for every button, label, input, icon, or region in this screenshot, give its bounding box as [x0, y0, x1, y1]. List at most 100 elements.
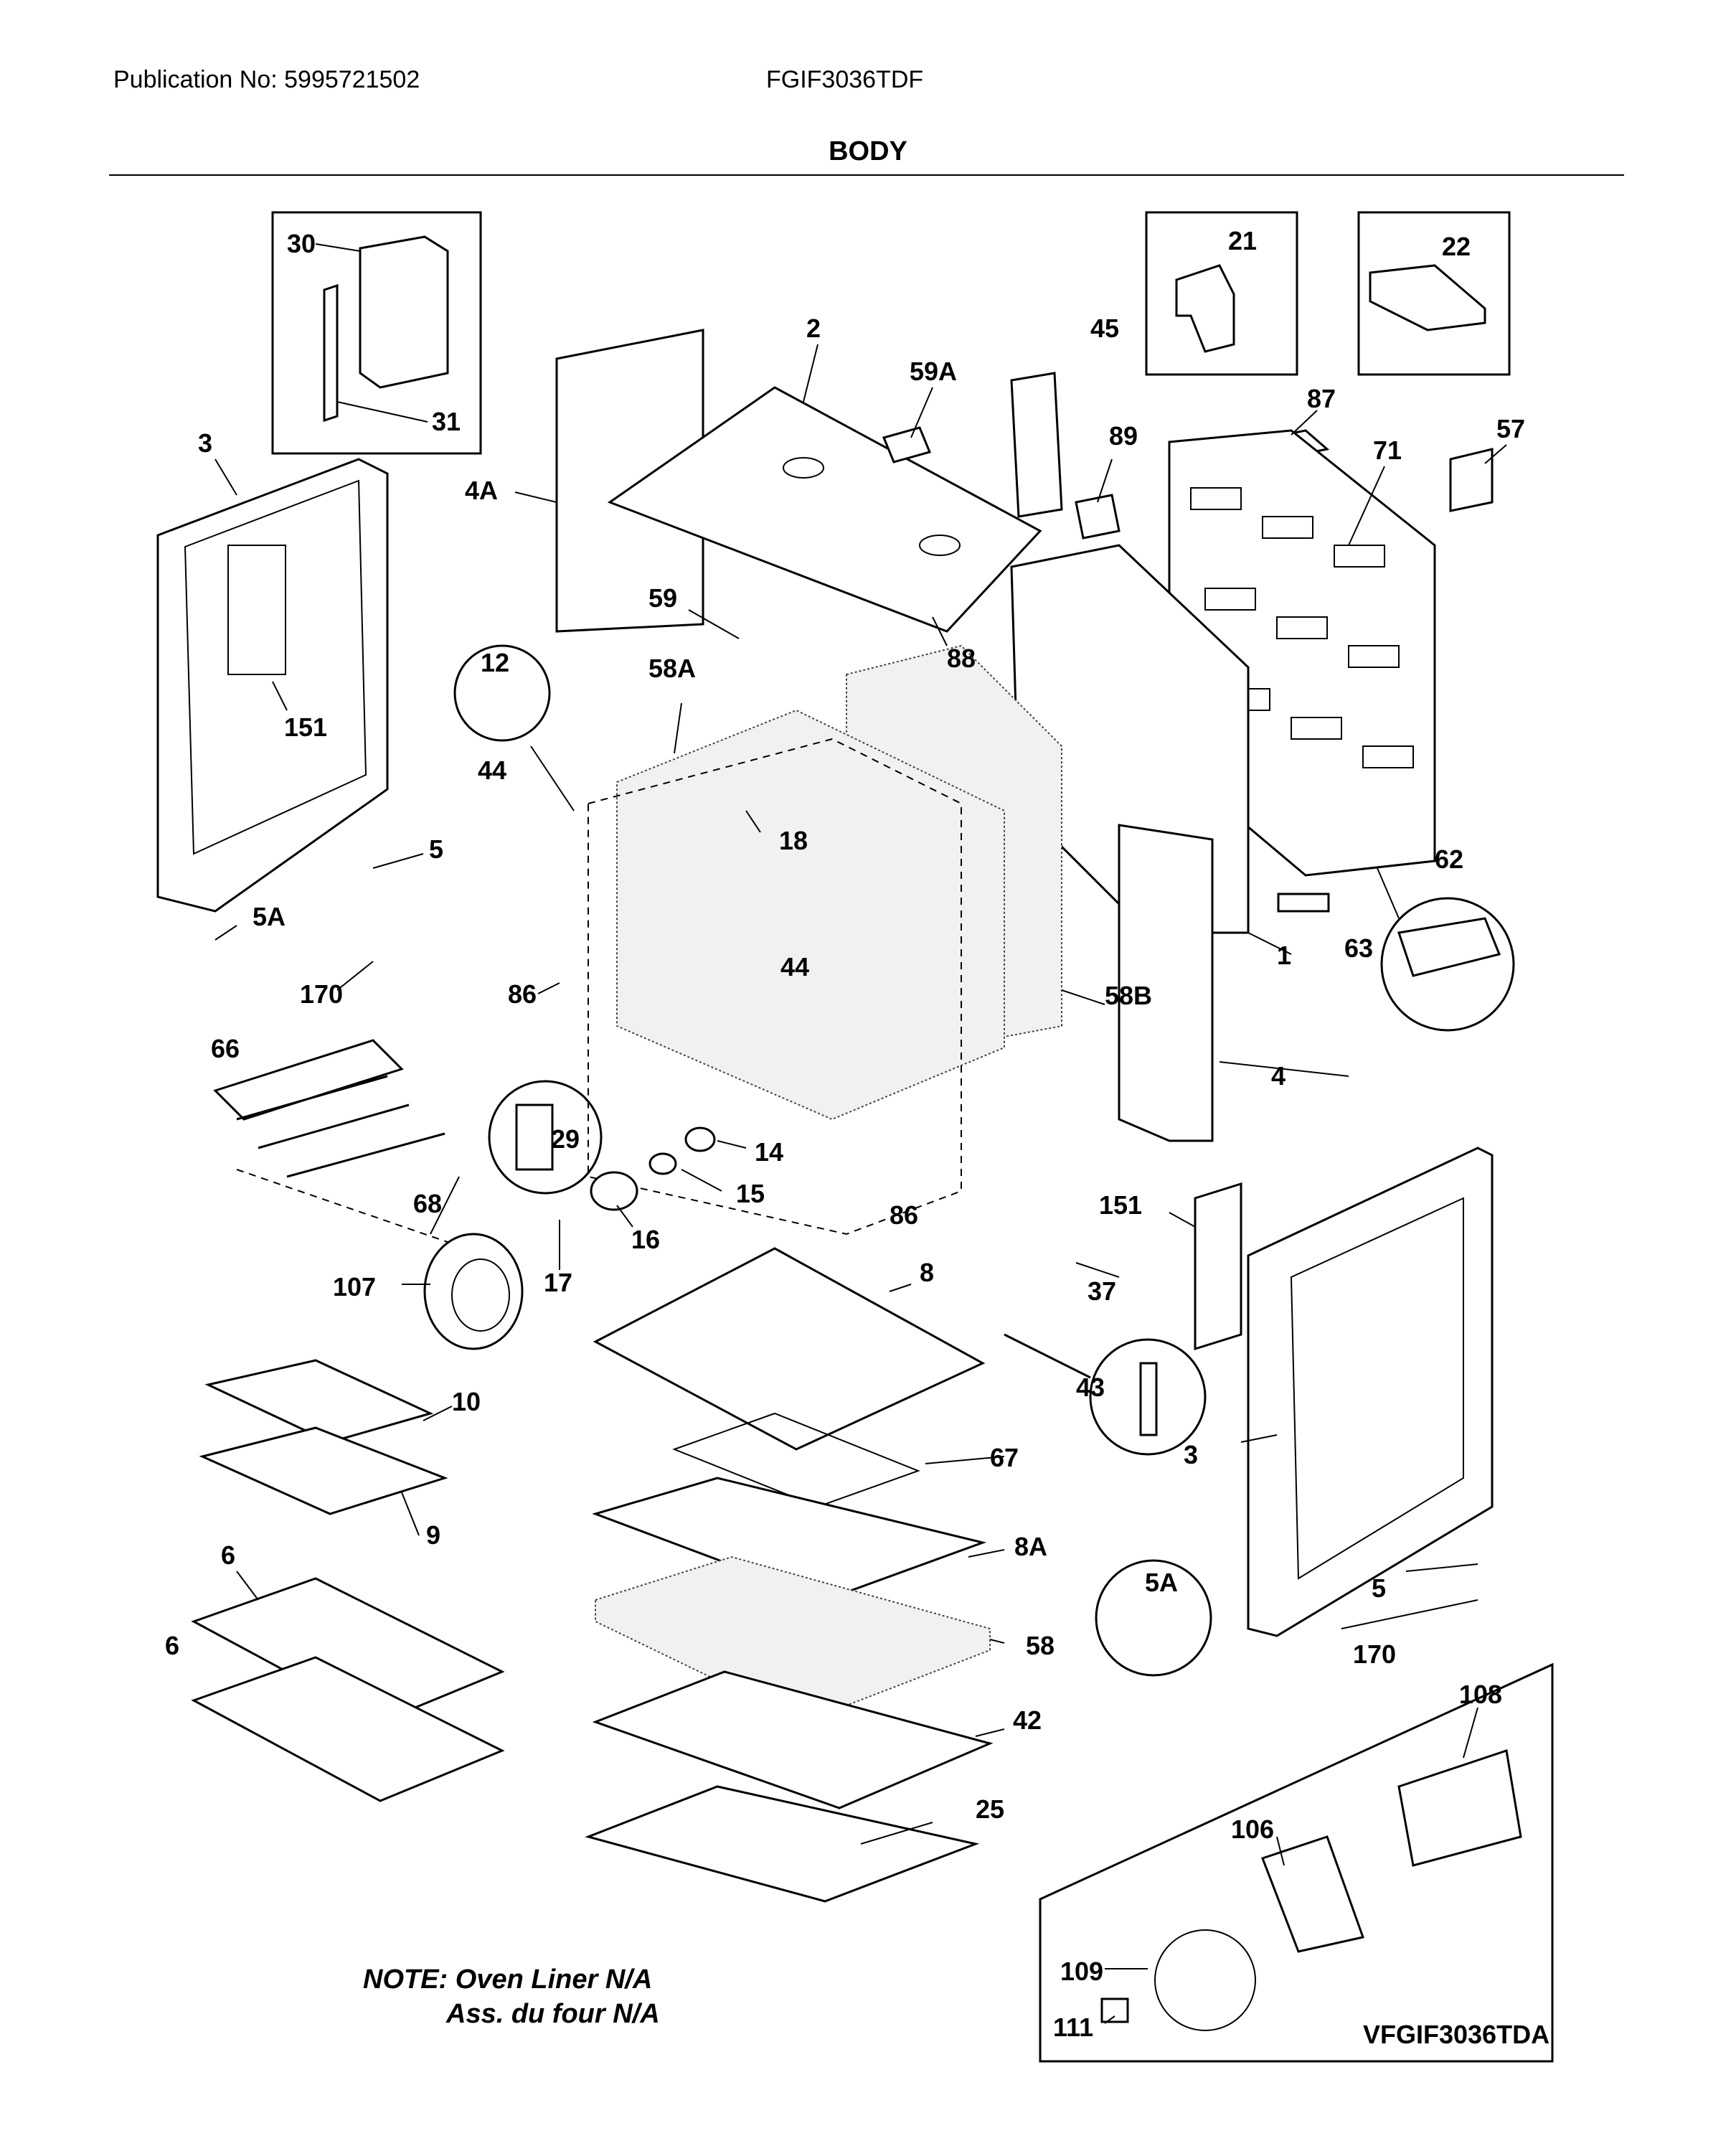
- part-4-shape: [1118, 824, 1214, 1142]
- part-42-shape: [592, 1670, 994, 1809]
- part-43-callout-circle: [1089, 1338, 1207, 1456]
- callout-109: 109: [1060, 1957, 1103, 1986]
- callout-25: 25: [976, 1794, 1004, 1824]
- part-30-shape: [359, 235, 449, 389]
- part-62-callout-circle: [1380, 897, 1515, 1032]
- callout-8: 8: [920, 1258, 934, 1287]
- callout-1: 1: [1277, 941, 1291, 970]
- callout-43: 43: [1076, 1373, 1105, 1402]
- part-25-shape: [585, 1785, 980, 1903]
- top-hole-1: [783, 457, 824, 479]
- callout-30: 30: [287, 229, 316, 258]
- callout-18: 18: [779, 826, 808, 855]
- callout-17: 17: [544, 1268, 572, 1297]
- part-66-bake-element: [213, 1039, 445, 1178]
- callout-170-left: 170: [300, 979, 343, 1009]
- callout-58: 58: [1026, 1631, 1055, 1660]
- part-6-rack-lower: [191, 1656, 505, 1802]
- part-45-shape: [1010, 372, 1063, 518]
- part-8-shape: [593, 1247, 986, 1451]
- part-5A-callout-circle: [1095, 1559, 1212, 1677]
- callout-5-left: 5: [429, 834, 443, 864]
- part-10-shape: [204, 1359, 434, 1444]
- callout-5-right: 5: [1372, 1573, 1386, 1603]
- callout-21: 21: [1228, 226, 1257, 255]
- callout-4: 4: [1271, 1061, 1286, 1091]
- inset-box-22: [1357, 211, 1511, 376]
- callout-151-left: 151: [284, 712, 327, 742]
- callout-8A: 8A: [1014, 1532, 1047, 1561]
- part-16-shape: [590, 1171, 638, 1211]
- callout-59: 59: [648, 583, 677, 613]
- callout-10: 10: [452, 1387, 481, 1416]
- callout-86-lower: 86: [890, 1200, 918, 1230]
- callout-9: 9: [426, 1520, 440, 1550]
- part-68-shield: [236, 1169, 467, 1249]
- callout-12: 12: [481, 648, 509, 677]
- callout-6-lower: 6: [165, 1631, 179, 1660]
- callout-86-upper: 86: [508, 979, 537, 1009]
- callout-151-right: 151: [1099, 1190, 1142, 1220]
- part-89-shape: [1075, 494, 1121, 540]
- callout-37: 37: [1088, 1276, 1116, 1306]
- part-107-shape: [423, 1233, 524, 1350]
- part-4A-shape: [555, 329, 704, 633]
- side-panel-right: [1247, 1147, 1494, 1637]
- side-panel-right-inner: [1290, 1197, 1464, 1580]
- part-14-shape: [684, 1126, 716, 1152]
- title-rule: [109, 174, 1624, 176]
- part-59A-shape: [882, 426, 932, 463]
- part-22-shape: [1369, 264, 1486, 331]
- part-111-nut: [1100, 1997, 1129, 2023]
- note-line-2: Ass. du four N/A: [446, 1999, 660, 2029]
- callout-29: 29: [551, 1124, 580, 1154]
- callout-108: 108: [1459, 1680, 1502, 1709]
- callout-6-upper: 6: [221, 1540, 235, 1570]
- part-58A-insulation: [616, 709, 1005, 1121]
- part-106-bracket: [1261, 1835, 1364, 1953]
- callout-107: 107: [333, 1272, 376, 1302]
- part-67-element: [672, 1412, 920, 1508]
- callout-14: 14: [755, 1137, 783, 1167]
- callout-59A: 59A: [910, 357, 957, 386]
- part-43-bolt: [1139, 1362, 1158, 1436]
- callout-62: 62: [1435, 844, 1463, 874]
- callout-68: 68: [413, 1189, 442, 1218]
- callout-labels: 30 31 3 4A 2 59A 45 21 22 87 57 89 71 59…: [165, 226, 1525, 2042]
- callout-22: 22: [1442, 232, 1471, 261]
- inset-box-30-31: [271, 211, 482, 455]
- part-2-shape: [607, 386, 1042, 633]
- part-9-shape: [199, 1426, 448, 1515]
- callout-67: 67: [990, 1443, 1019, 1472]
- oven-cavity: [588, 738, 962, 1235]
- part-12-callout-circle: [453, 644, 551, 742]
- part-108-motor: [1397, 1749, 1522, 1867]
- callout-87: 87: [1307, 384, 1336, 413]
- top-hole-2: [919, 535, 961, 556]
- part-21-shape: [1175, 264, 1235, 353]
- part-109-fan-blade: [1154, 1929, 1256, 2031]
- inset-box-convection-fan: [1039, 1662, 1554, 2063]
- callout-5A-right: 5A: [1145, 1568, 1178, 1597]
- callout-31: 31: [432, 407, 461, 436]
- part-29-callout-circle: [488, 1080, 603, 1195]
- callout-44-left: 44: [478, 756, 506, 785]
- part-151-left-shape: [227, 545, 286, 675]
- leader-lines: [214, 243, 1507, 2024]
- part-15-shape: [648, 1152, 677, 1175]
- page-title: BODY: [829, 136, 907, 166]
- callout-170-right: 170: [1353, 1639, 1396, 1669]
- callout-2: 2: [806, 314, 821, 343]
- inset-box-21: [1145, 211, 1298, 376]
- part-29-shape: [515, 1103, 554, 1171]
- model-number: FGIF3036TDF: [766, 66, 924, 93]
- callout-106: 106: [1231, 1815, 1274, 1844]
- callout-5A-left: 5A: [253, 902, 286, 931]
- publication-number: Publication No: 5995721502: [113, 66, 420, 93]
- callout-45: 45: [1090, 314, 1119, 343]
- side-panel-left-inner: [184, 479, 367, 855]
- callout-44-right: 44: [780, 952, 809, 982]
- part-62-block: [1277, 893, 1330, 913]
- side-panel-left: [156, 458, 389, 913]
